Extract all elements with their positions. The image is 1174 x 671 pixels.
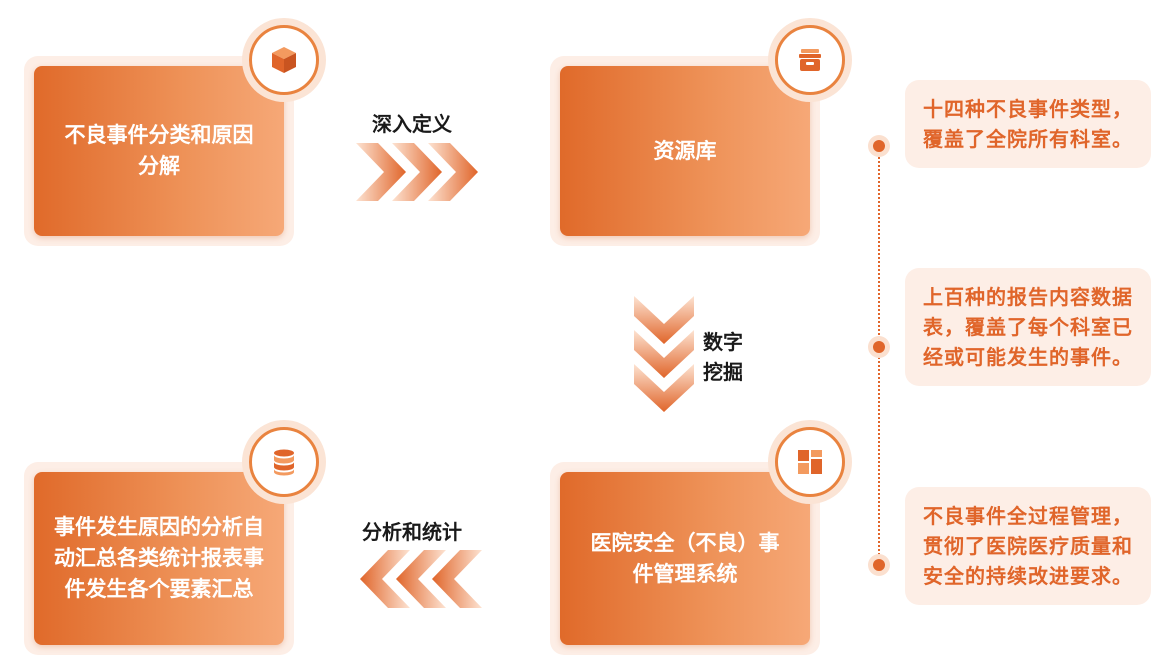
dashboard-layout-icon <box>798 450 822 474</box>
dashboard-layout-icon-badge <box>768 420 852 504</box>
timeline-dot-1 <box>868 135 890 157</box>
info-box-report-tables: 上百种的报告内容数据表，覆盖了每个科室已经或可能发生的事件。 <box>905 268 1151 386</box>
mining-label-line-1: 数字 <box>703 330 743 354</box>
card-resource-library-body: 资源库 <box>560 66 810 236</box>
chevron-down-icon <box>634 296 694 412</box>
chevron-right-icon <box>356 143 478 201</box>
card-summary-line-1: 事件发生原因的分析自 <box>54 515 264 539</box>
info-box-event-types: 十四种不良事件类型，覆盖了全院所有科室。 <box>905 80 1151 168</box>
archive-box-icon <box>799 49 821 71</box>
card-cause-breakdown-line-2: 分解 <box>138 154 180 178</box>
card-management-system-line-1: 医院安全（不良）事 <box>590 530 780 555</box>
card-summary-body: 事件发生原因的分析自 动汇总各类统计报表事 件发生各个要素汇总 <box>34 472 284 645</box>
card-management-system-line-2: 件管理系统 <box>632 561 738 586</box>
card-resource-library-title: 资源库 <box>653 138 717 163</box>
card-cause-breakdown: 不良事件分类和原因 分解 <box>24 56 294 246</box>
card-resource-library: 资源库 <box>550 56 820 246</box>
card-summary-line-3: 件发生各个要素汇总 <box>64 577 254 601</box>
analysis-label: 分析和统计 <box>362 520 462 544</box>
database-icon-badge <box>242 420 326 504</box>
card-cause-breakdown-line-1: 不良事件分类和原因 <box>64 123 254 147</box>
card-management-system-body: 医院安全（不良）事 件管理系统 <box>560 472 810 645</box>
mining-label: 数字 挖掘 <box>703 327 753 387</box>
chevron-left-icon <box>360 550 482 608</box>
cube-icon-badge <box>242 18 326 102</box>
timeline-dot-2 <box>868 336 890 358</box>
card-management-system: 医院安全（不良）事 件管理系统 <box>550 462 820 655</box>
cube-icon <box>272 47 296 73</box>
card-cause-breakdown-body: 不良事件分类和原因 分解 <box>34 66 284 236</box>
card-summary-line-2: 动汇总各类统计报表事 <box>54 546 264 570</box>
mining-label-line-2: 挖掘 <box>703 360 743 384</box>
timeline-dot-3 <box>868 554 890 576</box>
info-box-process-management: 不良事件全过程管理，贯彻了医院医疗质量和安全的持续改进要求。 <box>905 487 1151 605</box>
database-icon <box>274 449 294 476</box>
archive-box-icon-badge <box>768 18 852 102</box>
card-summary: 事件发生原因的分析自 动汇总各类统计报表事 件发生各个要素汇总 <box>24 462 294 655</box>
define-label: 深入定义 <box>372 112 452 136</box>
